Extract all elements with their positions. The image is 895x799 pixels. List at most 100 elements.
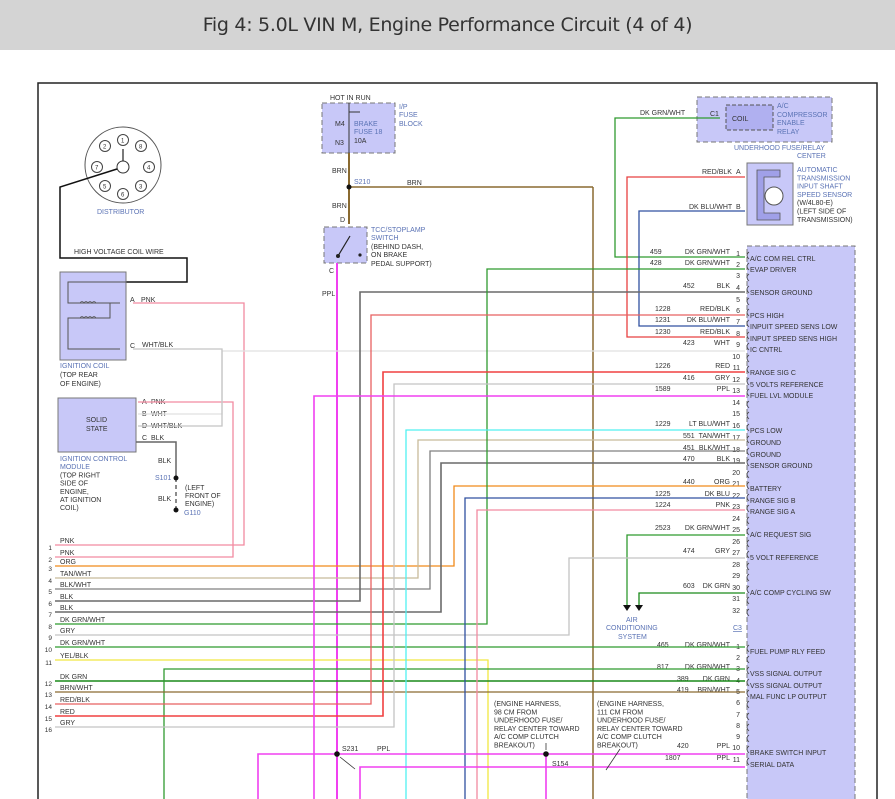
sensor-pin-b: B [736, 204, 741, 211]
c3-label: C3 [733, 625, 742, 632]
ground-loc-3: ENGINE) [185, 501, 214, 508]
left-wire-number: 9 [48, 635, 52, 642]
input-speed-sensor: RED/BLK A DK BLU/WHT B AUTOMATICTRANSMIS… [689, 162, 853, 226]
pcm-wire-color: ORG [714, 479, 730, 486]
switch-contact-dot [358, 253, 362, 257]
pcm-pin-number: 30 [732, 585, 740, 592]
distributor-terminal [91, 161, 103, 173]
left-wire-number: 13 [45, 692, 53, 699]
pcm-pin-function: GROUND [750, 452, 781, 459]
wire-lt-blu-pcs-low [405, 429, 745, 799]
pcm-wire-color: GRY [715, 548, 730, 555]
pcm-pin-number: 21 [732, 481, 740, 488]
relay-name-2: COMPRESSOR [777, 112, 828, 119]
tcc-pin-c: C [329, 268, 334, 275]
ground-loc-2: FRONT OF [185, 493, 221, 500]
wire-gry-5v-ref-12 [55, 383, 745, 728]
connector-terminal-icon [746, 596, 750, 605]
left-wire-number: 3 [48, 566, 52, 573]
pcm-pin-function: EVAP DRIVER [750, 267, 796, 274]
connector-terminal-icon [746, 273, 750, 282]
wire-tan-wht-ground [55, 439, 745, 579]
connector-terminal-icon [746, 308, 750, 317]
distributor-terminal [143, 161, 155, 173]
connector-terminal-icon [746, 470, 750, 479]
pcm-pin-function: PCS LOW [750, 428, 783, 435]
connector-terminal-icon [746, 377, 750, 386]
pcm-wire-color: RED/BLK [700, 306, 730, 313]
distributor-terminal [99, 180, 111, 192]
coil-winding-icon [79, 301, 97, 319]
pcm-wire-color: BLK [717, 456, 731, 463]
connector-terminal-icon [746, 712, 750, 721]
pcm-circuit-number: 1224 [655, 502, 671, 509]
distributor-rotor [116, 160, 130, 174]
pcm-pin-function: GROUND [750, 440, 781, 447]
coil-primary [67, 281, 126, 304]
left-wire-number: 11 [45, 660, 52, 667]
splice-s154-dot [543, 751, 549, 757]
wire-gry-5v-ref [55, 557, 745, 636]
coil-pin-a: A [130, 297, 135, 304]
connector-terminal-icon [746, 411, 750, 420]
connector-terminal-icon [746, 562, 750, 571]
sensor-name-line: INPUT SHAFT [797, 184, 843, 191]
connector-terminal-icon [746, 297, 750, 306]
pcm-pin-number: 1 [736, 251, 740, 258]
pcm-pin-number: 2 [736, 262, 740, 269]
left-wire-number: 5 [48, 589, 52, 596]
relay-name-4: RELAY [777, 129, 800, 136]
fuse-block-name-1: I/P [399, 104, 408, 111]
speed-sensor-core [756, 169, 781, 221]
switch-contact [337, 235, 351, 257]
connector-terminal-icon [746, 447, 750, 456]
pcm-c3-circuit-number: 465 [657, 642, 669, 649]
pcm-circuit-number: 1229 [655, 421, 671, 428]
connector-terminal-icon [746, 527, 750, 536]
pcm-c3-circuit-number: 1807 [665, 755, 681, 762]
sensor-pin-a: A [736, 169, 741, 176]
harness-note-2-line: RELAY CENTER TOWARD [597, 726, 683, 733]
pcm-pin-function: A/C COM REL CTRL [750, 256, 816, 263]
left-wire-number: 1 [48, 545, 52, 552]
connector-terminal-icon [746, 251, 750, 260]
underhood-loc-1: UNDERHOOD FUSE/RELAY [734, 145, 825, 152]
wire-ac-cycling [638, 592, 745, 606]
pcm-c3-wire-color: BRN/WHT [697, 687, 730, 694]
pcm-circuit-number: 551 [683, 433, 695, 440]
pcm-pin-number: 10 [732, 354, 740, 361]
connector-terminal-icon [746, 666, 750, 675]
pcm-c3-circuit-number: 419 [677, 687, 689, 694]
pcm-pin-number: 16 [732, 423, 740, 430]
pcm-pin-function: A/C COMP CYCLING SW [750, 590, 831, 597]
pcm-wire-color: WHT [714, 340, 731, 347]
speed-sensor-rotor [764, 186, 784, 206]
left-wire-number: 16 [45, 727, 53, 734]
pcm-c3-pin-number: 6 [736, 700, 740, 707]
pcm-c3-wire-color: PPL [717, 743, 730, 750]
wire-ac-relay [614, 117, 745, 258]
icm-ground-wire [136, 441, 177, 478]
splice-s101: S101 [155, 475, 171, 482]
wire-pnk-range-a [476, 509, 745, 799]
relay-coil [725, 104, 774, 131]
connector-terminal-icon [746, 319, 750, 328]
pcm-wire-color: DK GRN/WHT [685, 249, 731, 256]
distributor-terminal [135, 140, 147, 152]
pcm-circuit-number: 1230 [655, 329, 671, 336]
harness-note-1-line: 98 CM FROM [494, 709, 537, 716]
arrow-down-icon [623, 605, 643, 611]
wire-dkgrnwht-evap [55, 268, 745, 625]
pcm-c3-wire-color: DK GRN [703, 676, 730, 683]
pcm-c3-wire-color: PPL [717, 755, 730, 762]
distributor-terminal-number: 4 [147, 166, 151, 172]
pcm-c3-pin-number: 9 [736, 734, 740, 741]
icm-ground-wire-1: BLK [158, 458, 172, 465]
pcm-c3-pin-function: VSS SIGNAL OUTPUT [750, 671, 823, 678]
splice-s210: S210 [354, 179, 370, 186]
splice-s210-dot [346, 184, 352, 190]
connector-terminal-icon [746, 285, 750, 294]
